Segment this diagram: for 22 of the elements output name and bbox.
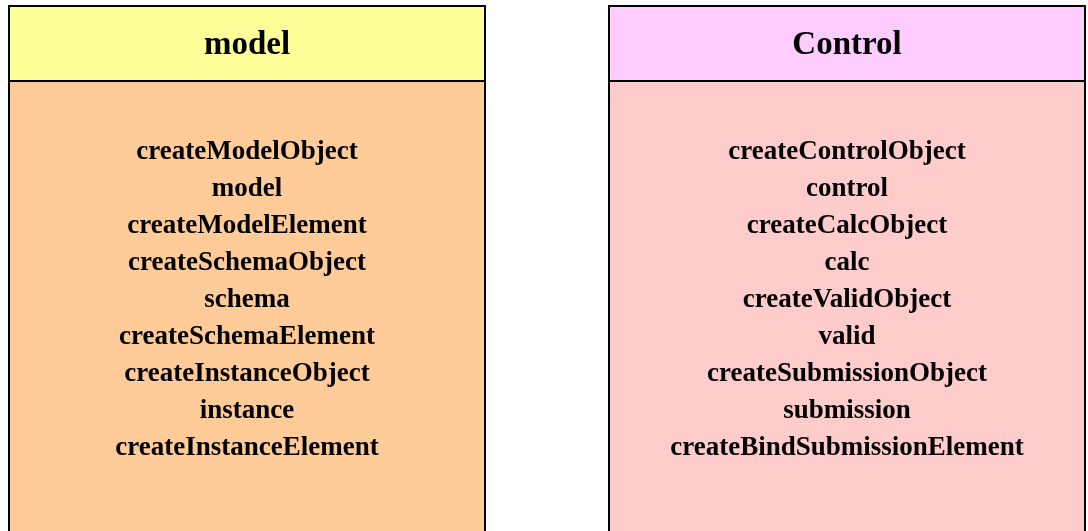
class-box: [608, 5, 1086, 531]
class-title: model: [203, 25, 291, 62]
method-name: createSchemaElement: [119, 319, 375, 352]
method-name: createInstanceElement: [115, 430, 379, 463]
method-name: createInstanceObject: [124, 356, 370, 389]
method-name: createValidObject: [742, 282, 952, 315]
method-name: calc: [824, 245, 870, 278]
method-name: model: [211, 171, 283, 204]
method-name: createCalcObject: [746, 208, 948, 241]
method-name: valid: [818, 319, 876, 352]
method-name: createSchemaObject: [128, 245, 366, 278]
class-box: [8, 5, 486, 531]
method-name: createBindSubmissionElement: [670, 430, 1024, 463]
method-name: createControlObject: [728, 134, 966, 167]
method-name: submission: [783, 393, 911, 426]
method-name: createSubmissionObject: [707, 356, 987, 389]
class-title: Control: [792, 25, 902, 62]
method-name: createModelObject: [136, 134, 358, 167]
method-name: control: [806, 171, 888, 204]
method-name: instance: [199, 393, 295, 426]
method-name: schema: [204, 282, 290, 315]
method-name: createModelElement: [127, 208, 367, 241]
